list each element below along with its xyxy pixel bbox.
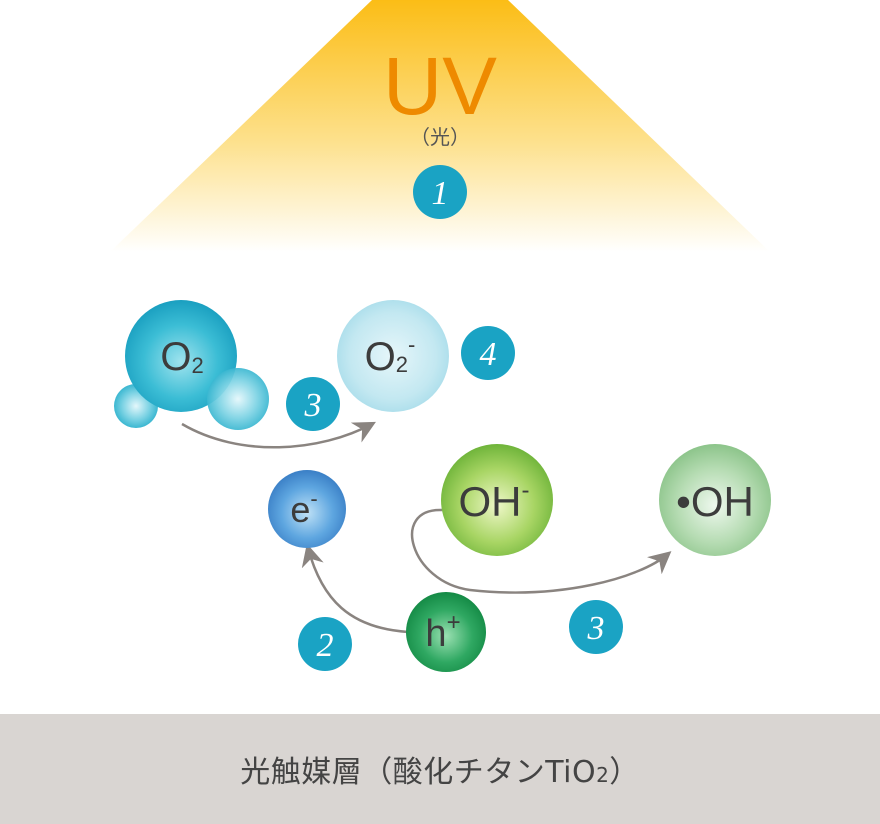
arrow-hydroxide-to-radical — [411, 508, 672, 594]
photocatalyst-layer-label: 光触媒層（酸化チタンTiO2） — [240, 755, 640, 790]
step-badge-3-upper-label: 3 — [304, 387, 322, 424]
molecule-o2-minus: O2- — [337, 300, 449, 412]
o2-main-atom — [125, 300, 237, 412]
arrow-hole-to-electron — [301, 543, 409, 634]
step-badge-3-lower: 3 — [569, 600, 623, 654]
uv-subtitle: （光） — [410, 125, 470, 149]
hydroxide-label: OH- — [459, 477, 530, 525]
photocatalyst-layer: 光触媒層（酸化チタンTiO2） — [0, 714, 880, 824]
o2-label: O2 — [160, 335, 203, 379]
molecule-electron: e- — [268, 470, 346, 548]
molecule-hole: h+ — [406, 592, 486, 672]
uv-light-cone — [110, 0, 770, 252]
molecule-o2: O2 — [114, 300, 269, 430]
molecule-hydroxyl-radical: •OH — [659, 444, 771, 556]
step-badge-4-label: 4 — [480, 336, 497, 373]
o2-minus-label: O2- — [365, 332, 416, 379]
hydroxyl-radical-label: •OH — [676, 478, 754, 525]
step-badge-4: 4 — [461, 326, 515, 380]
step-badge-3-lower-label: 3 — [587, 610, 605, 647]
step-badge-1: 1 — [413, 165, 467, 219]
uv-title: UV — [383, 41, 497, 132]
electron-label: e- — [290, 486, 317, 530]
hole-label: h+ — [425, 609, 460, 655]
diagram-canvas: UV （光） 1 O2 3 O2- — [110, 0, 771, 672]
step-badge-1-label: 1 — [432, 175, 449, 212]
step-badge-3-upper: 3 — [286, 377, 340, 431]
o2-small-atom-right — [207, 368, 269, 430]
step-badge-2-label: 2 — [317, 627, 334, 664]
arrow-o2-to-o2minus — [181, 421, 376, 449]
molecule-hydroxide: OH- — [441, 444, 553, 556]
step-badge-2: 2 — [298, 617, 352, 671]
